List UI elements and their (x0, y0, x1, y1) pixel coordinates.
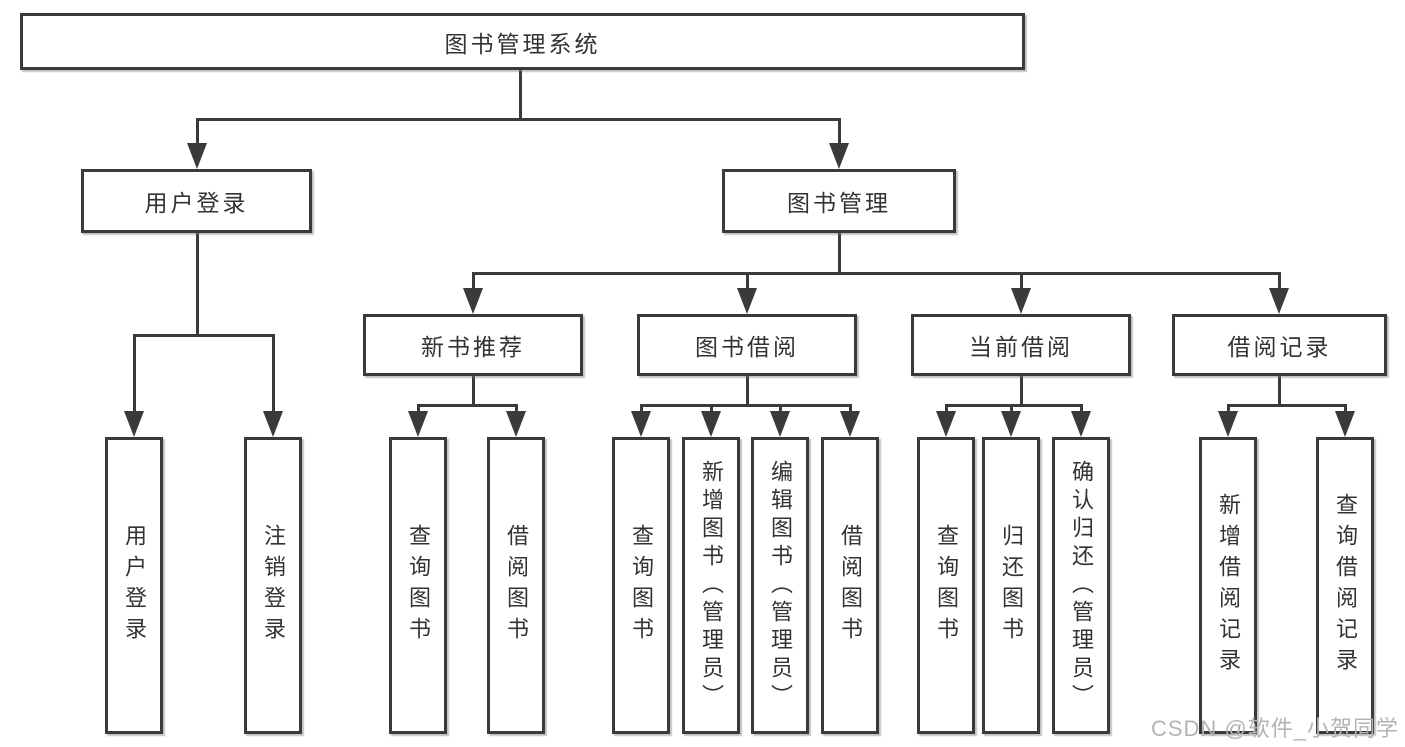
leaf-cb-query-books-label: 查询图书 (934, 523, 959, 648)
leaf-bb-add-books-label: 新增图书（管理员） (699, 459, 724, 712)
arrowhead-cb-return (1001, 411, 1021, 437)
arrowhead-bb-query (631, 411, 651, 437)
edge-bb-stub-2 (709, 404, 713, 414)
leaf-bb-borrow-books: 借阅图书 (821, 437, 879, 734)
edge-nbr-stub-1 (416, 404, 420, 414)
node-root: 图书管理系统 (20, 13, 1025, 70)
leaf-cb-return-books: 归还图书 (982, 437, 1040, 734)
node-new-book-recommend-label: 新书推荐 (421, 334, 525, 360)
arrowhead-user-login (187, 143, 207, 169)
node-new-book-recommend: 新书推荐 (363, 314, 583, 376)
edge-br-stub-2 (1343, 404, 1347, 414)
leaf-nbr-query-books-label: 查询图书 (406, 523, 431, 648)
leaf-bb-query-books: 查询图书 (612, 437, 670, 734)
leaf-user-login: 用户登录 (105, 437, 163, 734)
node-user-login-group-label: 用户登录 (144, 190, 249, 216)
leaf-br-query-record: 查询借阅记录 (1316, 437, 1374, 734)
edge-root-stem (518, 69, 522, 121)
leaf-bb-borrow-books-label: 借阅图书 (838, 523, 863, 648)
arrowhead-nbr-query (408, 411, 428, 437)
arrowhead-borrowing-records (1269, 288, 1289, 314)
leaf-logout: 注销登录 (244, 437, 302, 734)
edge-drop-current-borrowing (1019, 272, 1023, 290)
arrowhead-bb-edit (770, 411, 790, 437)
node-user-login-group: 用户登录 (81, 169, 312, 233)
node-current-borrowing-label: 当前借阅 (969, 334, 1073, 360)
arrowhead-book-management (829, 143, 849, 169)
arrowhead-leaf-logout (263, 411, 283, 437)
leaf-br-query-record-label: 查询借阅记录 (1333, 492, 1358, 679)
node-book-management: 图书管理 (722, 169, 956, 233)
edge-bb-stem (745, 376, 749, 407)
edge-cb-branch (944, 404, 1083, 407)
leaf-nbr-query-books: 查询图书 (389, 437, 447, 734)
edge-bb-stub-4 (848, 404, 852, 414)
arrowhead-bb-borrow (840, 411, 860, 437)
leaf-bb-edit-books-label: 编辑图书（管理员） (768, 459, 793, 712)
node-book-borrowing-label: 图书借阅 (695, 334, 799, 360)
edge-drop-new-book-recommend (471, 272, 475, 290)
edge-drop-leaf-logout (271, 334, 275, 413)
leaf-cb-query-books: 查询图书 (917, 437, 975, 734)
leaf-user-login-label: 用户登录 (122, 523, 147, 648)
leaf-logout-label: 注销登录 (261, 523, 286, 648)
edge-br-stub-1 (1226, 404, 1230, 414)
edge-drop-user-login (195, 118, 199, 145)
edge-bb-stub-1 (639, 404, 643, 414)
node-borrowing-records: 借阅记录 (1172, 314, 1387, 376)
leaf-br-add-record-label: 新增借阅记录 (1216, 492, 1241, 679)
edge-bb-branch (639, 404, 852, 407)
node-book-management-label: 图书管理 (787, 190, 891, 216)
edge-level2-branch (195, 118, 841, 121)
edge-drop-book-borrowing (745, 272, 749, 290)
csdn-watermark: CSDN @软件_小贺同学 (1150, 716, 1399, 741)
leaf-bb-edit-books: 编辑图书（管理员） (751, 437, 809, 734)
edge-nbr-branch (416, 404, 518, 407)
edge-nbr-stem (471, 376, 475, 407)
arrowhead-br-query (1335, 411, 1355, 437)
arrowhead-book-borrowing (737, 288, 757, 314)
leaf-bb-query-books-label: 查询图书 (629, 523, 654, 648)
node-book-borrowing: 图书借阅 (637, 314, 857, 376)
node-current-borrowing: 当前借阅 (911, 314, 1131, 376)
edge-nbr-stub-2 (514, 404, 518, 414)
leaf-cb-return-books-label: 归还图书 (999, 523, 1024, 648)
edge-drop-leaf-user-login (132, 334, 136, 413)
edge-cb-stub-2 (1009, 404, 1013, 414)
edge-cb-stub-1 (944, 404, 948, 414)
arrowhead-br-add (1218, 411, 1238, 437)
edge-level3-branch (471, 272, 1281, 275)
node-borrowing-records-label: 借阅记录 (1227, 334, 1332, 360)
edge-bb-stub-3 (778, 404, 782, 414)
edge-book-management-stem (837, 233, 841, 275)
leaf-bb-add-books: 新增图书（管理员） (682, 437, 740, 734)
edge-br-stem (1277, 376, 1281, 407)
leaf-cb-confirm-return: 确认归还（管理员） (1052, 437, 1110, 734)
arrowhead-cb-confirm (1071, 411, 1091, 437)
node-root-label: 图书管理系统 (444, 30, 601, 57)
arrowhead-leaf-user-login (124, 411, 144, 437)
arrowhead-cb-query (936, 411, 956, 437)
leaf-br-add-record: 新增借阅记录 (1199, 437, 1257, 734)
edge-user-login-branch (132, 334, 275, 337)
edge-br-branch (1226, 404, 1347, 407)
edge-cb-stub-3 (1079, 404, 1083, 414)
edge-user-login-stem (195, 233, 199, 337)
edge-drop-book-management (837, 118, 841, 145)
leaf-nbr-borrow-books-label: 借阅图书 (504, 523, 529, 648)
arrowhead-current-borrowing (1011, 288, 1031, 314)
arrowhead-nbr-borrow (506, 411, 526, 437)
edge-cb-stem (1019, 376, 1023, 407)
arrowhead-bb-add (701, 411, 721, 437)
leaf-cb-confirm-return-label: 确认归还（管理员） (1069, 459, 1094, 712)
leaf-nbr-borrow-books: 借阅图书 (487, 437, 545, 734)
edge-drop-borrowing-records (1277, 272, 1281, 290)
arrowhead-new-book-recommend (463, 288, 483, 314)
